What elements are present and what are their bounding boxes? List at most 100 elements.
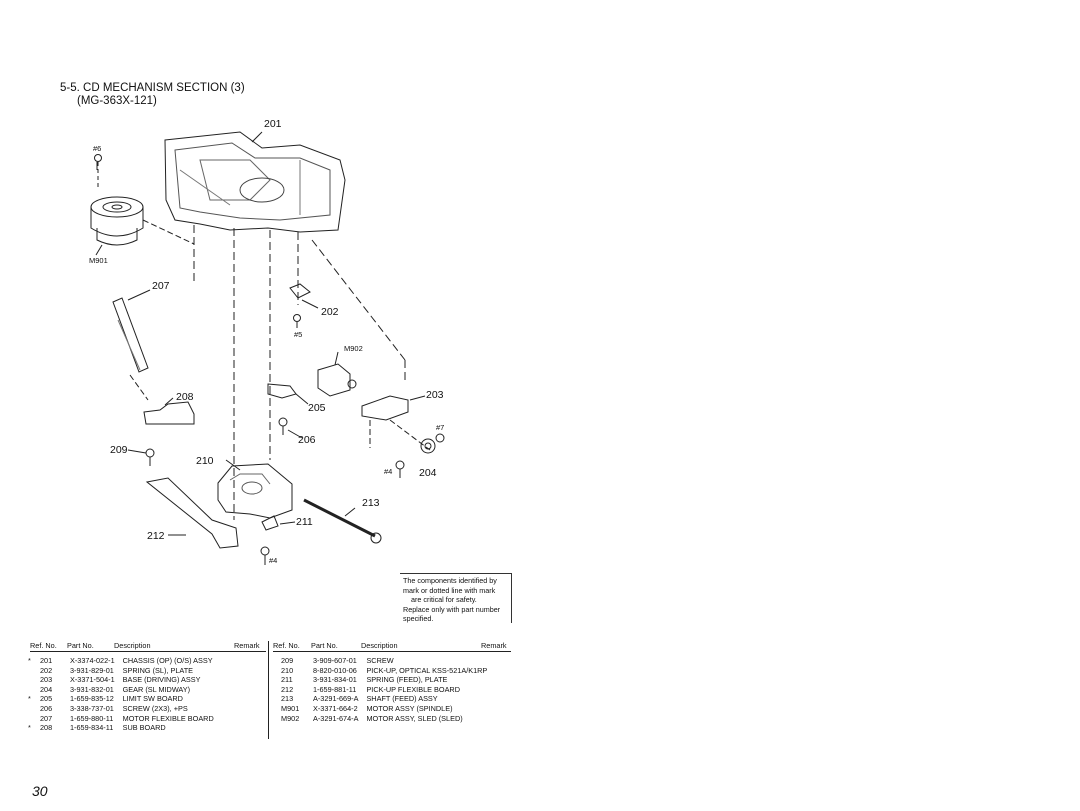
callout-203: 203 — [426, 389, 444, 401]
header-description: Description — [114, 641, 151, 650]
table-cell: 209 — [281, 656, 294, 665]
callout-m902: M902 — [344, 344, 363, 353]
table-cell: PICK-UP FLEXIBLE BOARD — [366, 684, 460, 694]
table-row: * 201 X-3374-022-1 CHASSIS (OP) (O/S) ASSY — [26, 656, 218, 666]
table-cell: 3-931-832-01 — [70, 684, 114, 694]
table-row: 209 3-909-607-01 SCREW — [277, 656, 491, 666]
chassis-part — [164, 131, 346, 233]
callout-210: 210 — [196, 455, 214, 467]
callout-208: 208 — [176, 391, 194, 403]
section-subtitle: (MG-363X-121) — [77, 95, 157, 107]
table-cell — [26, 714, 36, 724]
table-cell: X-3374-022-1 — [70, 656, 115, 665]
table-cell: 213 — [281, 694, 294, 704]
table-cell: 1-659-880-11 — [70, 713, 114, 723]
table-cell: 208 — [40, 723, 53, 733]
table-cell: M901 — [281, 703, 300, 713]
table-cell: 1-659-835-12 — [70, 694, 114, 704]
table-row: M901 X-3371-664-2 MOTOR ASSY (SPINDLE) — [277, 704, 491, 714]
callout-screw-4-upper: #4 — [384, 467, 393, 476]
table-cell — [26, 666, 36, 676]
table-cell: CHASSIS (OP) (O/S) ASSY — [122, 656, 213, 665]
page-number: 30 — [32, 783, 48, 799]
table-cell: SPRING (FEED), PLATE — [366, 675, 448, 685]
parts-table-left: * 201 X-3374-022-1 CHASSIS (OP) (O/S) ASSY 2… — [26, 656, 218, 733]
notice-line: Replace only with part number — [403, 604, 501, 614]
header-description: Description — [361, 641, 398, 650]
table-row: 211 3-931-834-01 SPRING (FEED), PLATE — [277, 675, 491, 685]
table-cell: PICK-UP, OPTICAL KSS-521A/K1RP — [366, 665, 488, 675]
table-cell: 203 — [40, 675, 53, 685]
table-cell: LIMIT SW BOARD — [122, 694, 183, 704]
callout-202: 202 — [321, 306, 339, 318]
table-cell: 204 — [40, 684, 53, 694]
table-row: 210 8-820-010-06 PICK-UP, OPTICAL KSS-521A… — [277, 666, 491, 676]
callout-201: 201 — [264, 118, 282, 130]
table-cell: MOTOR ASSY (SPINDLE) — [366, 703, 453, 713]
table-cell: MOTOR ASSY, SLED (SLED) — [366, 713, 463, 723]
header-ref-no: Ref. No. — [30, 641, 57, 650]
table-cell: 212 — [281, 684, 294, 694]
callout-m901: M901 — [89, 256, 108, 265]
table-cell: SCREW (2X3), +PS — [122, 703, 188, 713]
table-cell: GEAR (SL MIDWAY) — [122, 684, 191, 694]
table-row: 204 3-931-832-01 GEAR (SL MIDWAY) — [26, 685, 218, 695]
table-cell: MOTOR FLEXIBLE BOARD — [122, 713, 214, 723]
table-row: * 205 1-659-835-12 LIMIT SW BOARD — [26, 694, 218, 704]
table-cell: * — [28, 723, 31, 733]
callout-204: 204 — [419, 467, 437, 479]
callout-209: 209 — [110, 444, 128, 456]
table-cell: 3-909-607-01 — [313, 656, 357, 665]
callout-211: 211 — [296, 516, 313, 528]
table-cell: SPRING (SL), PLATE — [122, 665, 194, 675]
table-cell: A-3291-674-A — [313, 713, 359, 723]
table-cell — [26, 685, 36, 695]
table-cell — [26, 675, 36, 685]
callout-screw-6: #6 — [93, 144, 102, 153]
table-cell: 3-931-834-01 — [313, 675, 357, 685]
header-remark: Remark — [481, 641, 507, 650]
table-cell: A-3291-669-A — [313, 694, 359, 704]
table-cell: X-3371-504-1 — [70, 675, 115, 685]
notice-line: are critical for safety. — [411, 595, 477, 605]
notice-line: mark or dotted line with mark — [403, 585, 496, 595]
table-cell: 1-659-881-11 — [313, 684, 357, 694]
table-divider — [268, 641, 269, 739]
callout-205: 205 — [308, 402, 326, 414]
table-cell: 201 — [40, 656, 53, 665]
safety-notice: The components identified by mark or dot… — [400, 573, 512, 623]
callout-207: 207 — [152, 280, 170, 292]
table-row: 206 3-338-737-01 SCREW (2X3), +PS — [26, 704, 218, 714]
table-cell: 207 — [40, 713, 53, 723]
callout-screw-4-lower: #4 — [269, 556, 278, 565]
table-row: 213 A-3291-669-A SHAFT (FEED) ASSY — [277, 694, 491, 704]
callout-213: 213 — [362, 497, 380, 509]
table-cell: SCREW — [366, 656, 394, 665]
table-cell: SHAFT (FEED) ASSY — [366, 694, 438, 704]
notice-line: specified. — [403, 614, 434, 624]
table-cell: 3-931-829-01 — [70, 665, 114, 675]
table-cell: 205 — [40, 694, 53, 704]
callout-206: 206 — [298, 434, 316, 446]
notice-line: The components identified by — [403, 576, 497, 585]
table-cell: * — [28, 694, 31, 704]
table-cell: 206 — [40, 703, 53, 713]
table-cell: 210 — [281, 665, 294, 675]
header-ref-no: Ref. No. — [273, 641, 300, 650]
table-cell: 3-338-737-01 — [70, 703, 114, 713]
table-cell: X-3371-664-2 — [313, 703, 358, 713]
table-cell: 202 — [40, 665, 53, 675]
callout-212: 212 — [147, 530, 165, 542]
table-cell: 1-659-834-11 — [70, 723, 114, 733]
header-remark: Remark — [234, 641, 260, 650]
callout-screw-7: #7 — [436, 423, 445, 432]
table-row: 207 1-659-880-11 MOTOR FLEXIBLE BOARD — [26, 714, 218, 724]
table-cell: 8-820-010-06 — [313, 665, 357, 675]
table-cell: 211 — [281, 675, 293, 685]
table-cell: * — [28, 656, 31, 665]
